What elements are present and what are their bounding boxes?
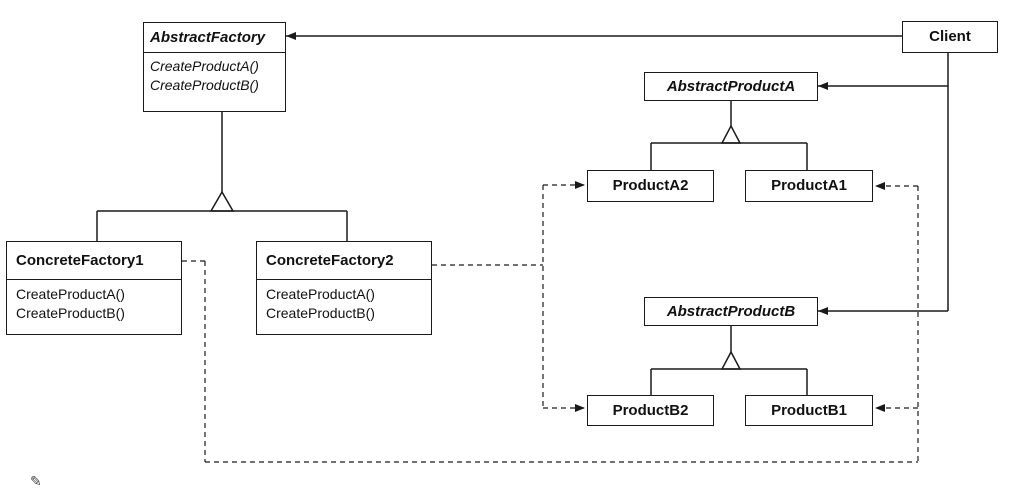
productb-inheritance-triangle [720,350,742,370]
operation: CreateProductB() [150,77,259,93]
class-client: Client [902,21,998,53]
class-name: Client [929,28,971,45]
class-operations: CreateProductA() CreateProductB() [144,52,285,95]
operation: CreateProductA() [150,58,259,74]
class-abstractproductb: AbstractProductB [644,297,818,326]
class-producta1: ProductA1 [745,170,873,202]
class-name: ProductA2 [612,177,689,194]
class-name: AbstractProductA [666,78,796,95]
class-productb2: ProductB2 [587,395,714,426]
operation: CreateProductA() [16,286,125,302]
producta-inheritance-triangle [720,124,742,144]
pencil-icon: ✎ [30,474,42,490]
operation: CreateProductB() [16,305,125,321]
class-concretefactory1: ConcreteFactory1 CreateProductA() Create… [6,241,182,335]
operation: CreateProductB() [266,305,375,321]
class-operations: CreateProductA() CreateProductB() [7,279,181,323]
factory-inheritance-triangle [209,190,235,212]
class-abstractfactory: AbstractFactory CreateProductA() CreateP… [143,22,286,112]
class-name: ProductB1 [771,402,847,419]
class-concretefactory2: ConcreteFactory2 CreateProductA() Create… [256,241,432,335]
class-productb1: ProductB1 [745,395,873,426]
class-operations: CreateProductA() CreateProductB() [257,279,431,323]
class-name: AbstractProductB [666,303,796,320]
class-name: ConcreteFactory1 [16,252,144,269]
operation: CreateProductA() [266,286,375,302]
class-name: ProductB2 [612,402,689,419]
class-name: ProductA1 [771,177,847,194]
class-abstractproducta: AbstractProductA [644,72,818,101]
class-name: ConcreteFactory2 [266,252,394,269]
class-name: AbstractFactory [150,29,266,46]
class-producta2: ProductA2 [587,170,714,202]
